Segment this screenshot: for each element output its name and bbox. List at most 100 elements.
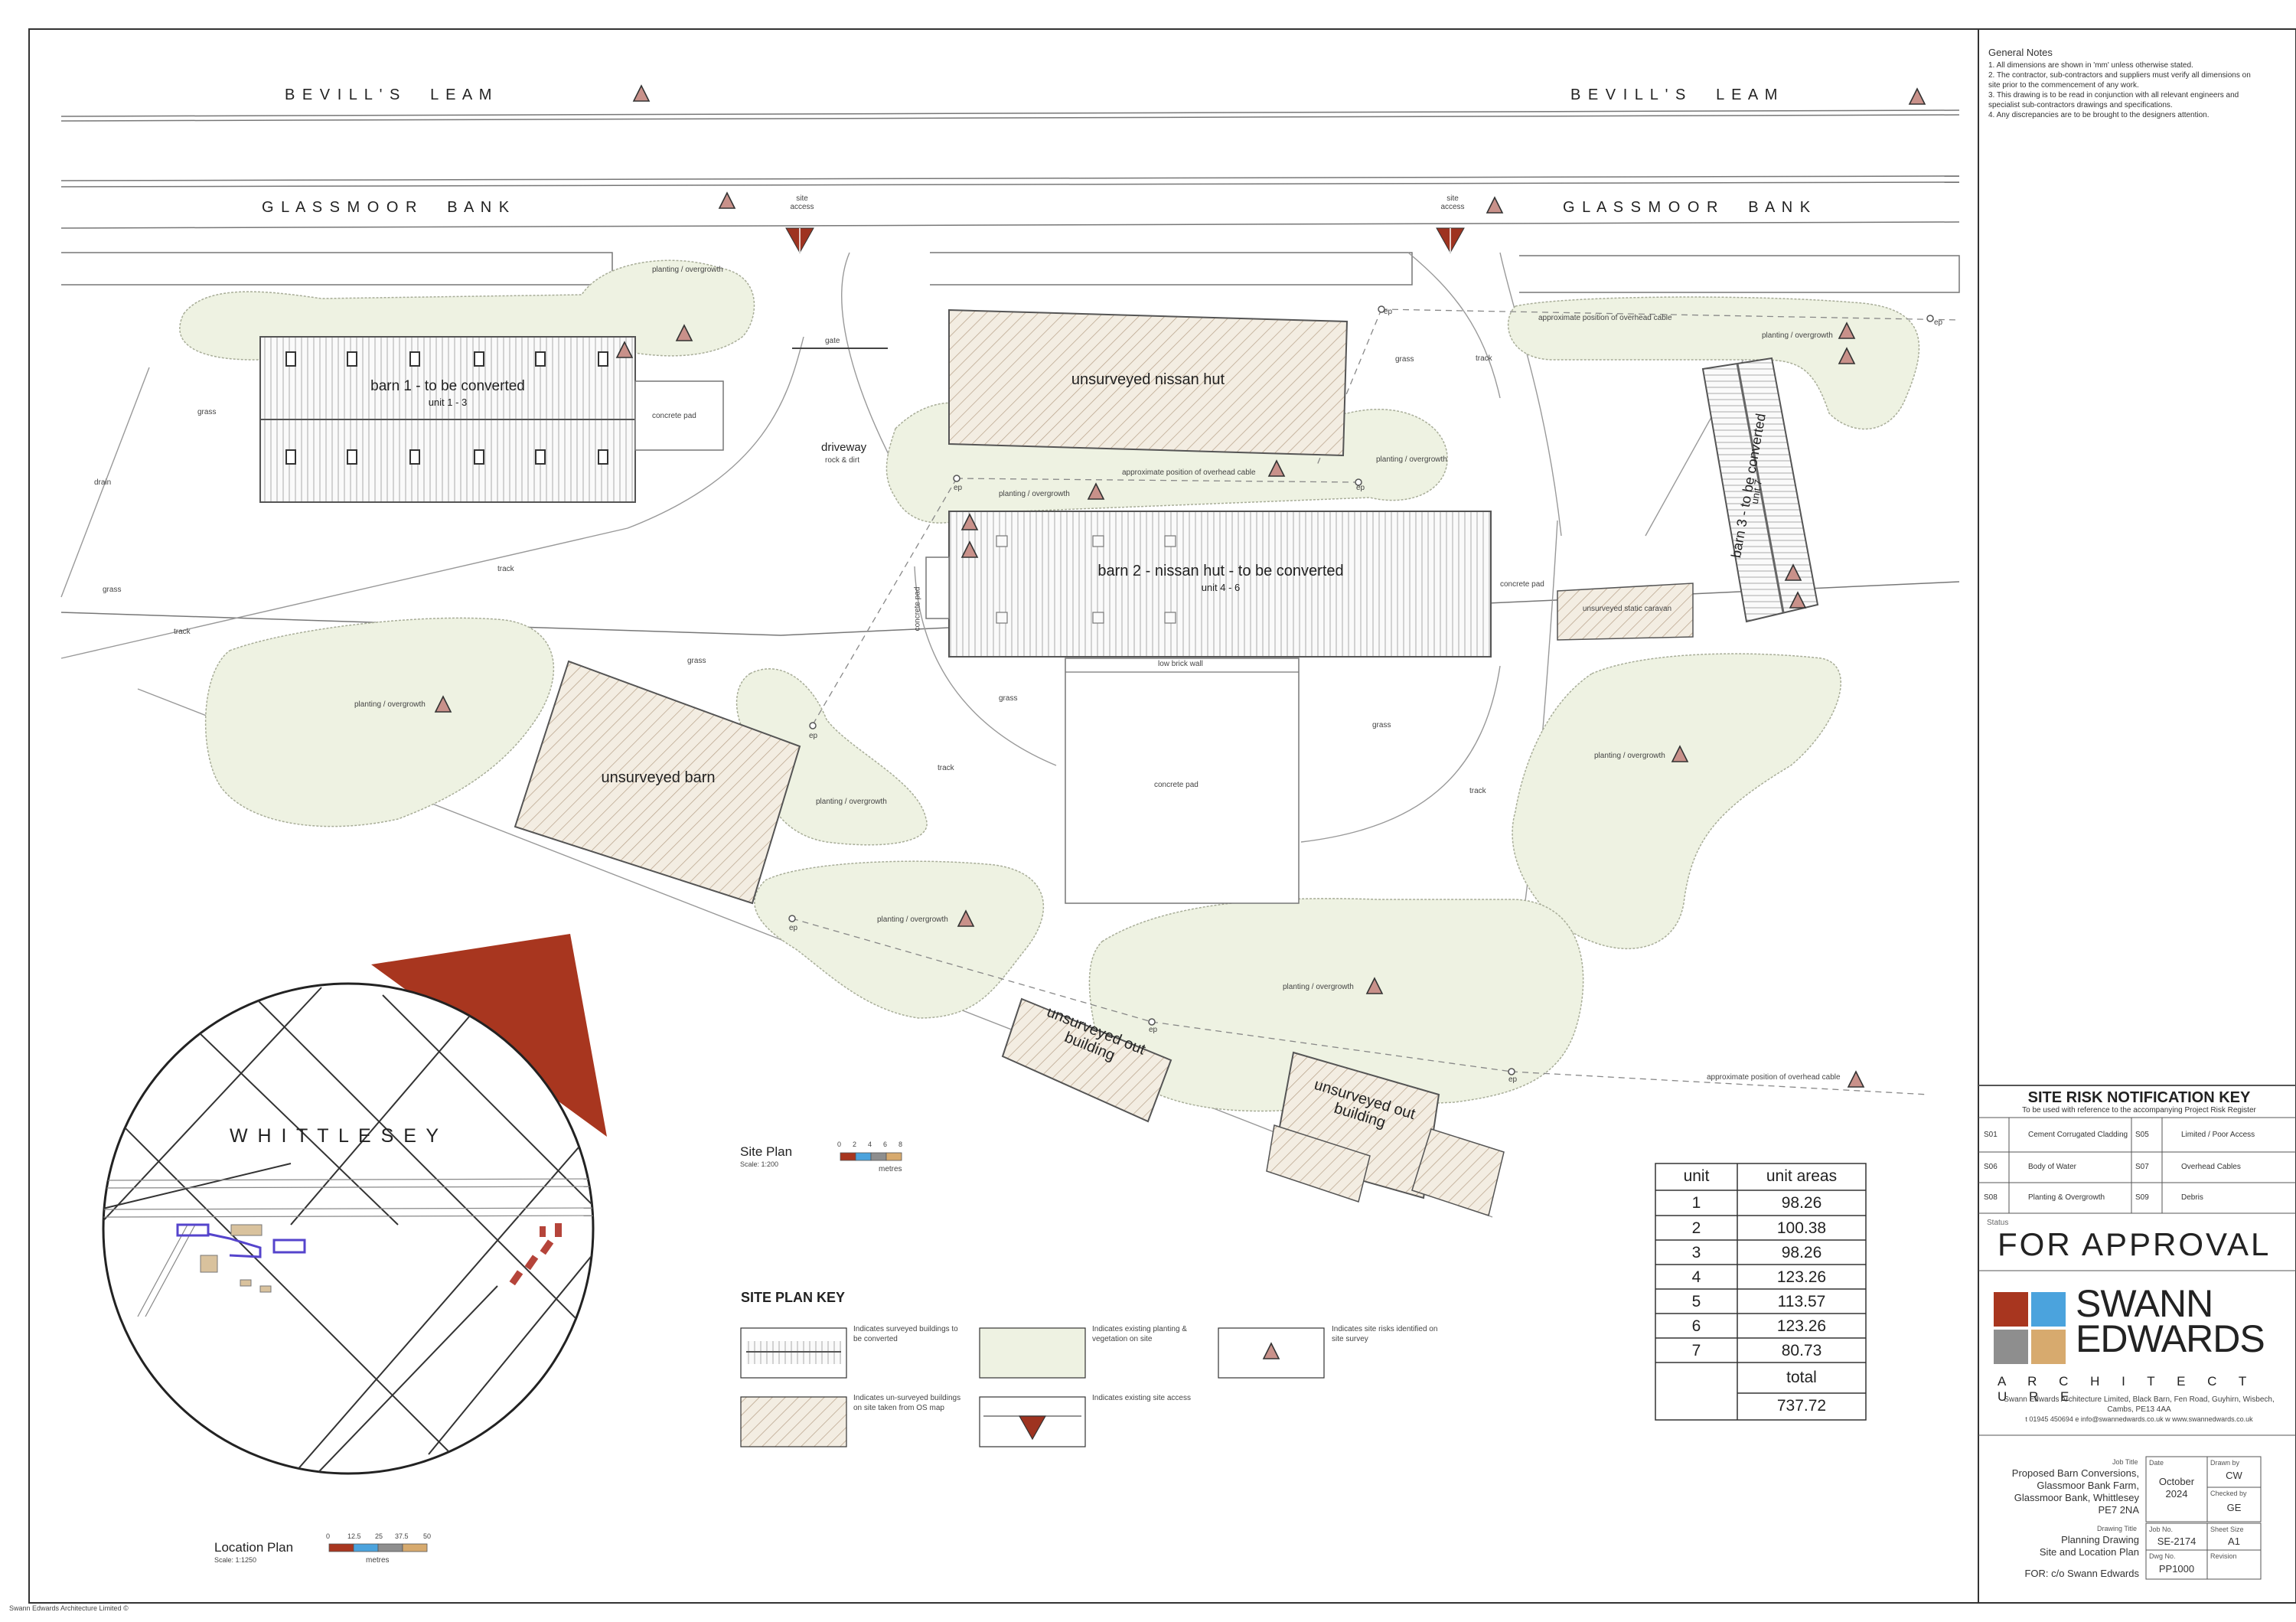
- general-notes: General Notes 1. All dimensions are show…: [1988, 47, 2264, 120]
- location-scale-tick: 12.5: [347, 1532, 361, 1540]
- address-line: Swann Edwards Architecture Limited, Blac…: [2004, 1395, 2275, 1414]
- risk-desc: Debris: [2181, 1193, 2203, 1202]
- barn-1-label: barn 1 - to be converted: [370, 378, 525, 394]
- units-table-cell: 2: [1691, 1219, 1701, 1237]
- road-label-glassmoor-right: G L A S S M O O R B A N K: [1563, 199, 1812, 216]
- rock-dirt-label: rock & dirt: [825, 456, 860, 465]
- grass-label: grass: [103, 586, 122, 594]
- copyright: Swann Edwards Architecture Limited ©: [9, 1604, 129, 1612]
- site-scale-bar: [840, 1152, 902, 1161]
- brand-logo: [1994, 1292, 2066, 1364]
- site-access-markers: [785, 227, 1465, 254]
- road-label-bevills-leam-right: B E V I L L ' S L E A M: [1570, 86, 1779, 103]
- drawing-title-line: Planning Drawing: [2061, 1534, 2139, 1545]
- drawn-by: CW: [2226, 1470, 2242, 1481]
- ep-label: ep: [1508, 1075, 1518, 1084]
- for-client: FOR: c/o Swann Edwards: [2024, 1568, 2139, 1579]
- key-access-text: Indicates existing site access: [1092, 1394, 1191, 1402]
- title-block-grid: [1978, 1270, 2296, 1580]
- planting-label: planting / overgrowth: [877, 915, 948, 924]
- electric-poles: [788, 305, 1934, 1075]
- job-title: Proposed Barn Conversions, Glassmoor Ban…: [1990, 1467, 2139, 1516]
- company-address: Swann Edwards Architecture Limited, Blac…: [1990, 1395, 2288, 1425]
- units-table-cell: 5: [1691, 1293, 1701, 1310]
- grass-label: grass: [999, 694, 1018, 703]
- drawn-by-label: Drawn by: [2210, 1459, 2240, 1467]
- status-text: FOR APPROVAL: [1998, 1226, 2272, 1262]
- drain-label: drain: [94, 478, 112, 487]
- units-table-cell: 1: [1691, 1194, 1701, 1212]
- site-access-label-2: site access: [1440, 194, 1465, 211]
- planting-label: planting / overgrowth: [1283, 983, 1354, 991]
- ep-label: ep: [1356, 484, 1365, 492]
- concrete-pad-1: concrete pad: [652, 412, 696, 420]
- units-table-cell: 6: [1691, 1317, 1701, 1335]
- ep-label: ep: [954, 484, 963, 492]
- risk-code: S06: [1984, 1163, 1998, 1171]
- location-scale-tick: 25: [375, 1532, 383, 1540]
- general-note: 1. All dimensions are shown in 'mm' unle…: [1988, 61, 2193, 70]
- units-table-total-value: 737.72: [1776, 1397, 1827, 1415]
- units-table-cell: 80.73: [1781, 1342, 1822, 1359]
- risk-key-subtitle: To be used with reference to the accompa…: [2022, 1106, 2256, 1115]
- location-scale-bar: [328, 1543, 428, 1552]
- location-scale-tick: 0: [326, 1532, 331, 1540]
- road-label-bevills-leam-left: B E V I L L ' S L E A M: [285, 86, 494, 103]
- general-note: 2. The contractor, sub-contractors and s…: [1988, 71, 2251, 90]
- job-title-line: Proposed Barn Conversions,: [2011, 1467, 2139, 1479]
- static-caravan: [1557, 583, 1694, 641]
- risk-warning-icon: [1838, 321, 1856, 339]
- risk-desc: Body of Water: [2028, 1163, 2076, 1171]
- checked-by-label: Checked by: [2210, 1490, 2247, 1497]
- risk-code: S07: [2135, 1163, 2149, 1171]
- site-scale-tick: 2: [853, 1141, 857, 1148]
- site-plan-scale: Scale: 1:200: [740, 1160, 779, 1168]
- location-plan-circle: [102, 982, 595, 1475]
- risk-warning-icon: [1838, 347, 1856, 364]
- units-table-cell: 123.26: [1776, 1317, 1827, 1335]
- risk-markers: [434, 84, 1926, 1088]
- location-plan-roads: [103, 987, 593, 1474]
- planting-label: planting / overgrowth: [652, 266, 723, 274]
- barn-2: [948, 511, 1492, 658]
- risk-warning-icon: [1847, 1070, 1865, 1088]
- units-table-cell: 113.57: [1777, 1293, 1826, 1310]
- units-table-grid: [1655, 1163, 1867, 1421]
- ep-label: ep: [1149, 1026, 1158, 1034]
- whittlesey-label: W H I T T L E S E Y: [230, 1125, 442, 1147]
- planting-label: planting / overgrowth: [1376, 455, 1447, 464]
- risk-desc: Planting & Overgrowth: [2028, 1193, 2105, 1202]
- units-table-header-area: unit areas: [1766, 1167, 1838, 1185]
- site-scale-tick: 6: [883, 1141, 888, 1148]
- barn-1-concrete-pad: [634, 380, 724, 451]
- job-title-label: Job Title: [2112, 1458, 2138, 1466]
- risk-warning-icon: [960, 540, 979, 558]
- units-table-cell: 123.26: [1776, 1268, 1827, 1286]
- units-table-cell: 3: [1691, 1244, 1701, 1261]
- site-access-label-1: site access: [790, 194, 814, 211]
- dwg-no-label: Dwg No.: [2149, 1552, 2176, 1560]
- risk-warning-icon: [957, 909, 975, 927]
- barn-1-roof-upper: [259, 336, 636, 420]
- risk-warning-icon: [675, 324, 693, 341]
- brand-name: SWANN EDWARDS: [2076, 1282, 2265, 1358]
- track-label: track: [497, 565, 514, 573]
- brand-line-1: SWANN: [2076, 1282, 2213, 1325]
- planting-label: planting / overgrowth: [1762, 331, 1833, 340]
- planting-label: planting / overgrowth: [1594, 752, 1665, 760]
- road-label-glassmoor-left: G L A S S M O O R B A N K: [262, 199, 511, 216]
- units-table-header-unit: unit: [1683, 1167, 1710, 1185]
- barn-2-units: unit 4 - 6: [1201, 582, 1241, 593]
- general-notes-title: General Notes: [1988, 47, 2053, 58]
- units-table-total-label: total: [1786, 1369, 1817, 1386]
- drawing-title-line: Site and Location Plan: [2039, 1546, 2139, 1558]
- location-scale-unit: metres: [366, 1556, 390, 1565]
- site-plan-key-title: SITE PLAN KEY: [741, 1290, 846, 1305]
- risk-code: S08: [1984, 1193, 1998, 1202]
- site-scale-unit: metres: [879, 1165, 902, 1173]
- out-building-1: [1001, 997, 1172, 1123]
- risk-warning-icon: [960, 513, 979, 530]
- roads: [60, 109, 1960, 636]
- planting-label: planting / overgrowth: [816, 798, 887, 806]
